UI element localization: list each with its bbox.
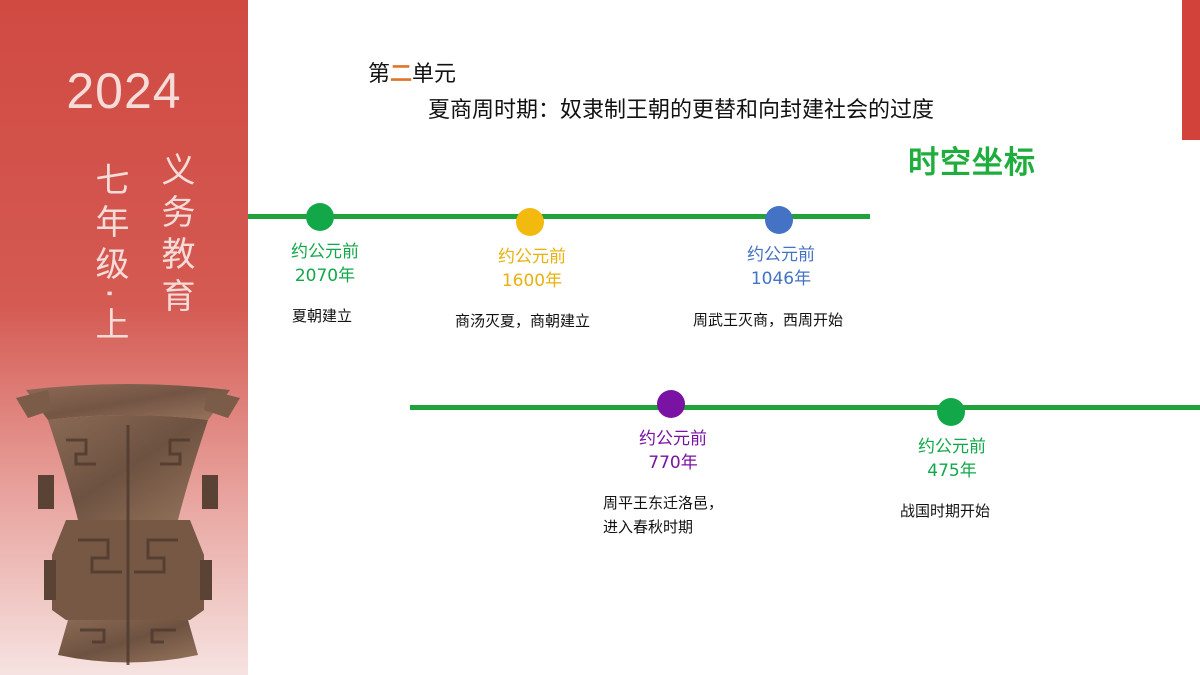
timeline-year: 770年 [648, 453, 698, 473]
timeline-label-prefix: 约公元前 [498, 247, 566, 267]
unit-subtitle: 夏商周时期：奴隶制王朝的更替和向封建社会的过度 [428, 98, 935, 123]
timeline-line-upper [248, 214, 870, 219]
timeline-label-1046: 约公元前 1046年 [726, 243, 836, 291]
timeline-dot-1046 [765, 206, 793, 234]
timeline-label-1600: 约公元前 1600年 [477, 245, 587, 293]
timeline-year: 1046年 [750, 269, 812, 289]
sidebar-panel: 2024 七年级·上 义务教育 [0, 0, 248, 675]
accent-bar [1182, 0, 1200, 140]
timeline-label-prefix: 约公元前 [291, 242, 359, 262]
section-title: 时空坐标 [908, 145, 1036, 181]
timeline-event-1046: 周武王灭商，西周开始 [693, 311, 844, 329]
timeline-label-770: 约公元前 770年 [618, 427, 728, 475]
bronze-vessel-image [16, 384, 240, 665]
timeline-event-770: 周平王东迁洛邑， 进入春秋时期 [603, 491, 723, 539]
timeline-label-prefix: 约公元前 [918, 437, 986, 457]
timeline-event-line-1: 周平王东迁洛邑， [603, 494, 724, 512]
timeline-event-2070: 夏朝建立 [292, 307, 353, 325]
program-vertical-text: 义务教育 [155, 152, 195, 320]
timeline-dot-475 [937, 398, 965, 426]
unit-heading: 第二单元 [368, 56, 456, 88]
timeline-label-prefix: 约公元前 [747, 245, 815, 265]
timeline-label-2070: 约公元前 2070年 [270, 240, 380, 288]
timeline-line-lower [410, 405, 1200, 410]
timeline-dot-770 [657, 390, 685, 418]
timeline-year: 2070年 [294, 266, 356, 286]
timeline-dot-1600 [516, 208, 544, 236]
timeline-event-line-2: 进入春秋时期 [603, 518, 694, 536]
timeline-year: 1600年 [501, 271, 563, 291]
year-text: 2024 [66, 63, 182, 119]
timeline-event-1600: 商汤灭夏，商朝建立 [455, 312, 591, 330]
timeline-year: 475年 [927, 461, 977, 481]
timeline-dot-2070 [306, 203, 334, 231]
grade-vertical-text: 七年级·上 [89, 162, 129, 349]
unit-prefix: 第 [368, 62, 391, 87]
timeline-label-prefix: 约公元前 [639, 429, 707, 449]
timeline-event-475: 战国时期开始 [900, 502, 991, 520]
unit-suffix: 单元 [412, 62, 457, 87]
timeline-label-475: 约公元前 475年 [897, 435, 1007, 483]
unit-number: 二 [390, 62, 413, 87]
